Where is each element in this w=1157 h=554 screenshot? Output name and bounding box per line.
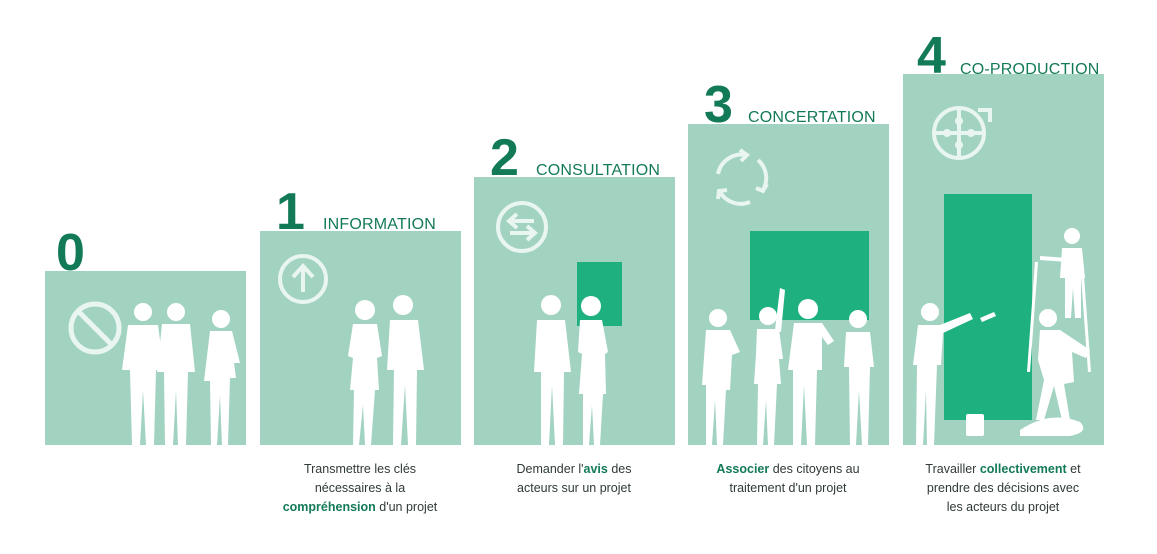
step-4-label: CO-PRODUCTION — [960, 61, 1100, 78]
step-3-number: 3 — [704, 76, 733, 134]
step-3-caption: Associer des citoyens au traitement d'un… — [688, 460, 888, 498]
step-0-people — [122, 303, 240, 445]
step-0-number: 0 — [56, 224, 85, 282]
caption-line: compréhension d'un projet — [282, 500, 438, 514]
caption-line: Associer des citoyens au — [716, 462, 860, 476]
caption-highlight: collectivement — [979, 462, 1067, 476]
caption-line: traitement d'un projet — [729, 481, 847, 495]
step-4-caption: Travailler collectivement et prendre des… — [903, 460, 1103, 517]
step-2-people — [534, 295, 608, 445]
exchange-arrows-icon — [496, 201, 548, 253]
step-2-number: 2 — [490, 129, 519, 187]
step-2-caption: Demander l'avis des acteurs sur un proje… — [474, 460, 674, 498]
step-1-label: INFORMATION — [323, 216, 437, 233]
caption-line: nécessaires à la — [314, 481, 406, 495]
step-4-people — [913, 228, 1091, 445]
caption-highlight: avis — [583, 462, 608, 476]
step-3-people — [702, 288, 874, 445]
step-2-window — [577, 262, 622, 326]
step-2-label: CONSULTATION — [536, 162, 661, 179]
caption-highlight: compréhension — [282, 500, 376, 514]
caption-line: Demander l'avis des — [516, 462, 632, 476]
step-1-number: 1 — [276, 183, 305, 241]
caption-line: Travailler collectivement et — [925, 462, 1081, 476]
prohibited-icon — [68, 301, 122, 355]
caption-line: prendre des décisions avec — [926, 481, 1080, 495]
step-3-label: CONCERTATION — [748, 109, 876, 126]
step-1-people — [348, 295, 424, 445]
arrow-up-icon — [278, 254, 328, 304]
caption-highlight: Associer — [716, 462, 770, 476]
step-1-caption: Transmettre les clés nécessaires à la co… — [260, 460, 460, 517]
puzzle-icon — [932, 106, 992, 160]
step-4-door — [944, 194, 1032, 420]
step-4-number: 4 — [917, 27, 946, 85]
caption-line: acteurs sur un projet — [517, 481, 631, 495]
cycle-arrows-icon — [716, 148, 769, 206]
caption-line: les acteurs du projet — [946, 500, 1060, 514]
caption-line: Transmettre les clés — [303, 462, 417, 476]
